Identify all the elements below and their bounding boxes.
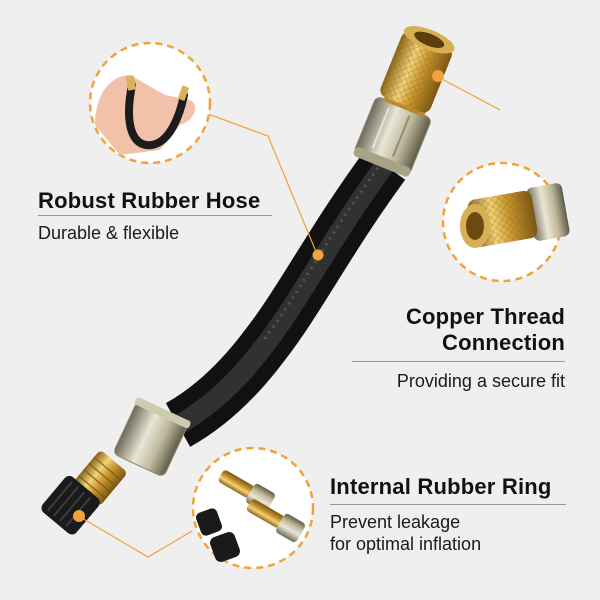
feature-title-rubber-ring: Internal Rubber Ring [330,474,552,499]
feature-description-rubber-ring-line1: Prevent leakage [330,512,461,532]
inset-copper-thread [441,161,570,283]
feature-divider [38,215,272,216]
feature-description-rubber-hose: Durable & flexible [38,223,180,243]
inset-valve-connectors [191,446,315,570]
feature-description-copper-thread: Providing a secure fit [396,371,565,391]
feature-title-copper-thread-line1: Copper Thread [405,304,565,329]
feature-title-copper-thread-line2: Connection [442,330,565,355]
feature-title-rubber-hose: Robust Rubber Hose [38,188,261,213]
feature-description-rubber-ring-line2: for optimal inflation [330,534,482,554]
feature-divider [352,361,565,362]
inset-hand-hose [88,41,212,165]
feature-divider [330,504,566,505]
